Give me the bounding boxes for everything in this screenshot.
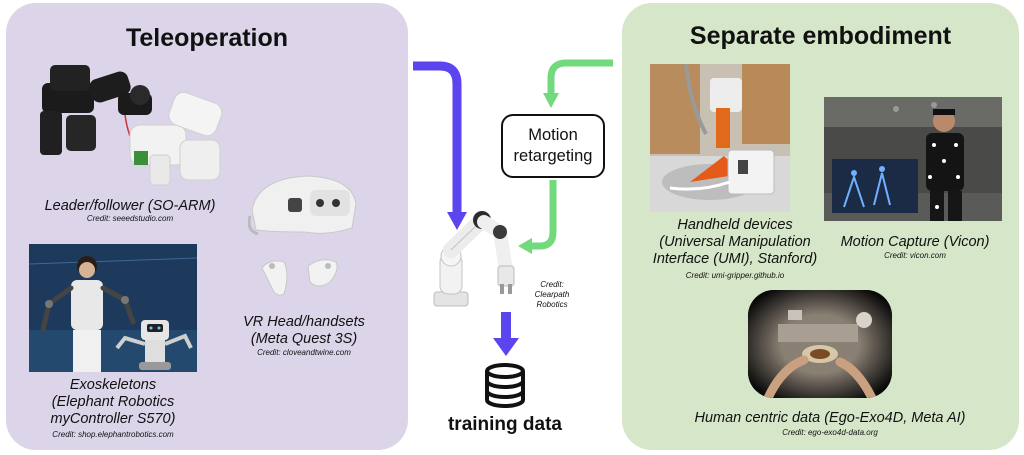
motion-retargeting-box: Motion retargeting bbox=[501, 114, 605, 178]
robot-arm-image bbox=[433, 211, 515, 307]
exoskeleton-caption: Exoskeletons (Elephant Robotics myContro… bbox=[18, 377, 208, 428]
umi-caption: Handheld devices (Universal Manipulation… bbox=[640, 217, 830, 268]
teleoperation-arrow bbox=[413, 61, 462, 212]
exoskeleton-caption-line: myController S570) bbox=[50, 411, 176, 427]
robot-credit-line: Credit: bbox=[540, 280, 564, 289]
motion-capture-image bbox=[824, 97, 1002, 221]
robot-credit-line: Clearpath bbox=[534, 290, 570, 299]
ego-exo4d-caption: Human centric data (Ego-Exo4D, Meta AI) bbox=[694, 410, 966, 426]
vr-caption-line: VR Head/handsets bbox=[243, 314, 365, 330]
exoskeleton-caption-line: (Elephant Robotics bbox=[51, 394, 175, 410]
robot-credit-line: Robotics bbox=[536, 300, 568, 309]
vr-credit: Credit: cloveandtwine.com bbox=[257, 348, 351, 357]
exoskeleton-credit: Credit: shop.elephantrobotics.com bbox=[52, 430, 174, 439]
database-icon bbox=[485, 363, 525, 408]
separate-embodiment-arrow bbox=[547, 59, 613, 93]
umi-gripper-image bbox=[650, 64, 790, 212]
vr-caption-line: (Meta Quest 3S) bbox=[250, 331, 358, 347]
vr-caption: VR Head/handsets (Meta Quest 3S) bbox=[234, 314, 374, 348]
training-arrow bbox=[501, 312, 511, 340]
vr-headset-image bbox=[248, 170, 360, 298]
leader-follower-credit: Credit: seeedstudio.com bbox=[86, 214, 174, 223]
motion-capture-credit: Credit: vicon.com bbox=[884, 251, 946, 260]
umi-caption-line: Interface (UMI), Stanford) bbox=[652, 251, 818, 267]
separate-embodiment-title: Separate embodiment bbox=[689, 22, 952, 50]
leader-follower-caption: Leader/follower (SO-ARM) bbox=[44, 198, 216, 214]
leader-follower-arm-image bbox=[30, 55, 235, 195]
exoskeleton-image bbox=[29, 244, 197, 372]
umi-caption-line: (Universal Manipulation bbox=[659, 234, 811, 250]
ego-exo4d-credit: Credit: ego-exo4d-data.org bbox=[782, 428, 878, 437]
motion-capture-caption: Motion Capture (Vicon) bbox=[840, 234, 990, 250]
retargeting-arrow bbox=[532, 180, 557, 250]
retargeting-arrowhead bbox=[518, 238, 532, 254]
robot-credit: Credit: Clearpath Robotics bbox=[520, 280, 584, 310]
ego-exo4d-image bbox=[748, 290, 892, 398]
training-data-label: training data bbox=[447, 414, 562, 435]
motion-retargeting-line: Motion bbox=[528, 126, 578, 144]
motion-retargeting-line: retargeting bbox=[513, 147, 593, 165]
teleoperation-title: Teleoperation bbox=[125, 24, 289, 52]
training-arrowhead bbox=[493, 338, 519, 356]
teleoperation-arrowhead bbox=[447, 212, 467, 230]
exoskeleton-caption-line: Exoskeletons bbox=[69, 377, 157, 393]
separate-embodiment-arrowhead bbox=[543, 93, 559, 108]
umi-credit: Credit: umi-gripper.github.io bbox=[685, 271, 785, 280]
umi-caption-line: Handheld devices bbox=[677, 217, 793, 233]
